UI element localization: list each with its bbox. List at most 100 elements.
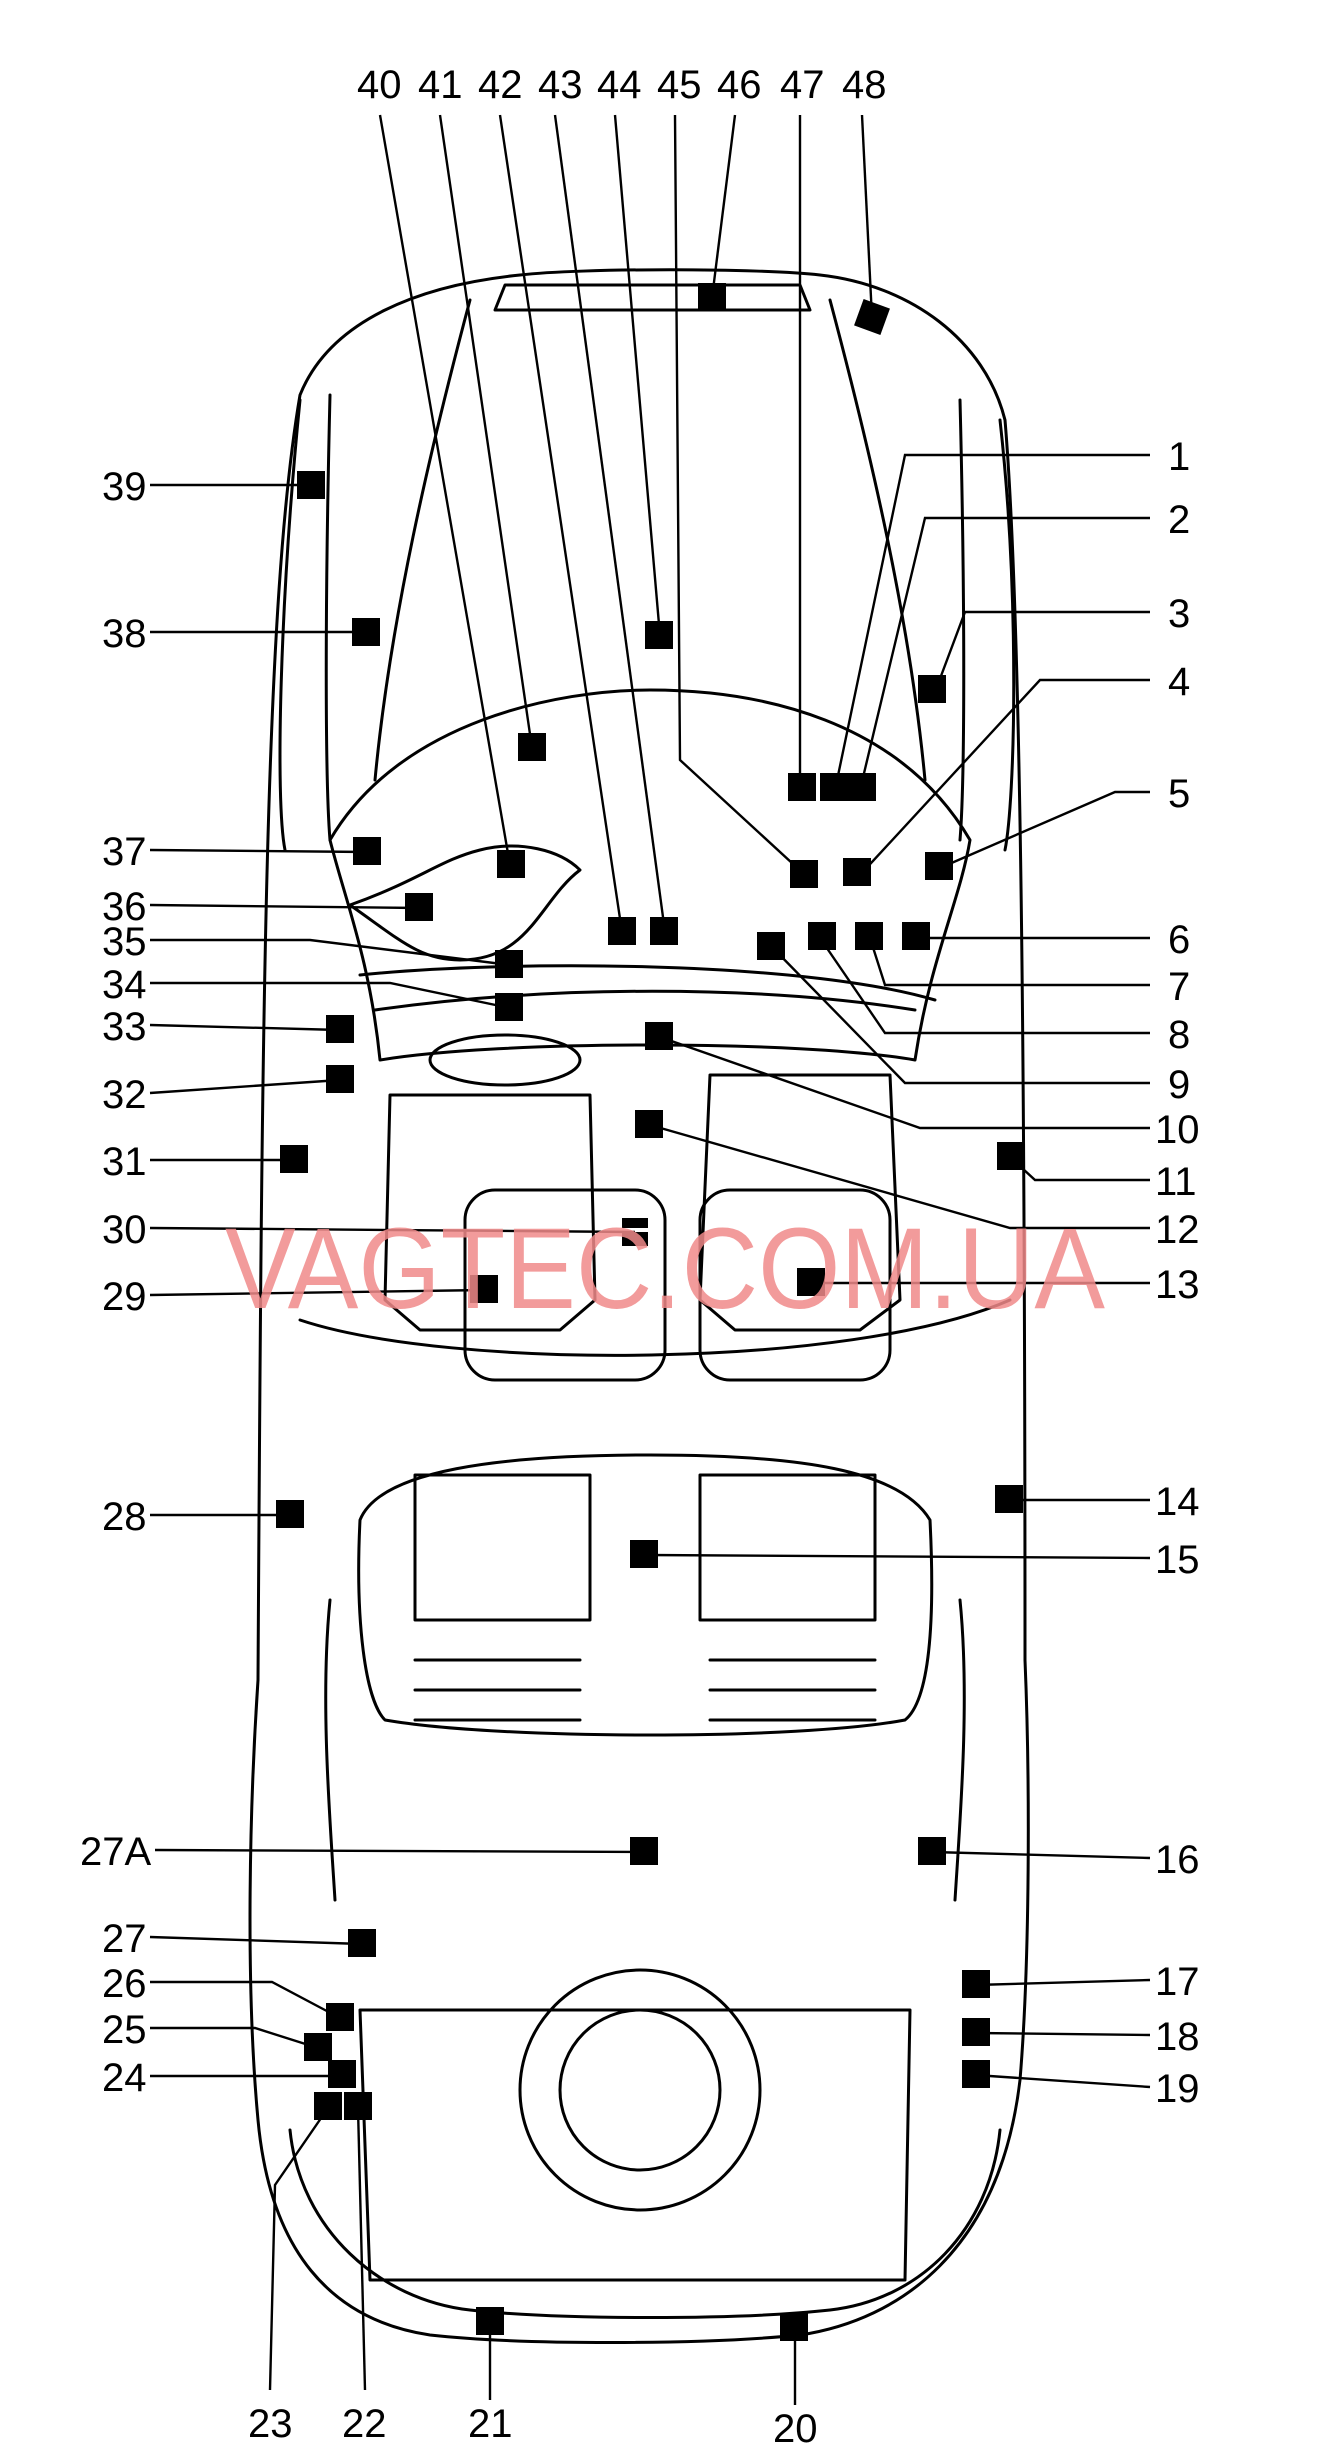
rear-seat-ribs-right	[708, 1658, 877, 1722]
leader-1	[833, 453, 1150, 791]
marker-31	[280, 1145, 308, 1173]
right-c-pillar	[953, 1598, 966, 1902]
marker-43	[650, 917, 678, 945]
marker-11	[997, 1142, 1025, 1170]
leader-lines	[149, 114, 1151, 2405]
marker-27A	[630, 1837, 658, 1865]
rear-seat-left-back	[413, 1473, 592, 1622]
left-fender-inner	[324, 393, 332, 842]
leader-30	[149, 1226, 636, 1234]
marker-3	[918, 675, 946, 703]
callout-41: 41	[418, 63, 463, 107]
leader-3	[933, 610, 1150, 693]
callout-28: 28	[102, 1495, 147, 1539]
leader-4	[859, 678, 1150, 876]
leader-41	[438, 114, 534, 749]
marker-41	[518, 733, 546, 761]
spare-wheel-outer	[518, 1968, 762, 2212]
leader-33	[149, 1023, 341, 1032]
callout-13: 13	[1155, 1263, 1200, 1307]
callout-11: 11	[1155, 1160, 1197, 1204]
seat-right-cushion	[698, 1188, 892, 1382]
b-pillar-line	[298, 1298, 1012, 1357]
callout-39: 39	[102, 465, 147, 509]
right-fender	[998, 418, 1016, 852]
callout-3: 3	[1168, 592, 1190, 636]
callout-10: 10	[1155, 1108, 1200, 1152]
marker-37	[353, 837, 381, 865]
marker-10	[645, 1022, 673, 1050]
callout-43: 43	[538, 63, 583, 107]
leader-17	[974, 1978, 1151, 1987]
callout-38: 38	[102, 612, 147, 656]
marker-44	[645, 621, 673, 649]
callout-40: 40	[357, 63, 402, 107]
marker-30	[622, 1218, 648, 1228]
marker-22	[344, 2092, 372, 2120]
callout-34: 34	[102, 963, 147, 1007]
leader-7	[868, 937, 1150, 987]
callout-31: 31	[102, 1140, 147, 1184]
callout-labels: 1 2 3 4 5 6 7 8 9 10 11 12 13 14 15 16 1…	[80, 63, 1200, 2450]
component-markers	[276, 283, 1025, 2341]
leader-19	[974, 2073, 1151, 2089]
callout-9: 9	[1168, 1063, 1190, 1107]
marker-26	[326, 2003, 354, 2031]
marker-14	[995, 1485, 1023, 1513]
callout-4: 4	[1168, 660, 1190, 704]
leader-12	[649, 1123, 1150, 1230]
leader-32	[149, 1078, 341, 1095]
callout-44: 44	[597, 63, 642, 107]
callout-23: 23	[248, 2402, 293, 2446]
callout-48: 48	[842, 63, 887, 107]
callout-24: 24	[102, 2056, 147, 2100]
leader-37	[149, 848, 369, 854]
callout-35: 35	[102, 920, 147, 964]
callout-29: 29	[102, 1275, 147, 1319]
leader-34	[150, 981, 511, 1010]
callout-36: 36	[102, 885, 147, 929]
leader-18	[974, 2031, 1151, 2037]
marker-25	[304, 2033, 332, 2061]
callout-45: 45	[657, 63, 702, 107]
marker-21	[476, 2307, 504, 2335]
left-c-pillar	[324, 1598, 337, 1902]
marker-23	[314, 2092, 342, 2120]
leader-11	[1009, 1156, 1150, 1182]
callout-2: 2	[1168, 498, 1190, 542]
marker-35	[495, 950, 523, 978]
rear-seat-ribs-left	[413, 1658, 582, 1722]
callout-27A: 27A	[80, 1830, 151, 1874]
marker-39	[297, 471, 325, 499]
leader-25	[150, 2026, 319, 2050]
callout-18: 18	[1155, 2015, 1200, 2059]
leader-23	[268, 2107, 329, 2391]
marker-7	[855, 922, 883, 950]
marker-20	[780, 2313, 808, 2341]
leader-27	[149, 1935, 363, 1946]
marker-18	[962, 2018, 990, 2046]
marker-30b	[622, 1232, 648, 1246]
marker-45	[790, 860, 818, 888]
callout-33: 33	[102, 1005, 147, 1049]
callout-17: 17	[1155, 1960, 1200, 2004]
callout-6: 6	[1168, 918, 1190, 962]
seat-left-cushion	[463, 1188, 667, 1382]
rear-seat-right-back	[698, 1473, 877, 1622]
headrest-left	[428, 1033, 582, 1087]
leader-10	[659, 1035, 1150, 1130]
leader-9	[771, 946, 1150, 1085]
marker-15	[630, 1540, 658, 1568]
marker-2	[820, 773, 848, 801]
leader-8	[819, 937, 1150, 1035]
callout-27: 27	[102, 1917, 147, 1961]
callout-5: 5	[1168, 772, 1190, 816]
leader-16	[931, 1850, 1151, 1860]
leader-44	[613, 114, 662, 637]
rear-seat	[357, 1453, 934, 1737]
marker-24	[328, 2060, 356, 2088]
leader-26	[150, 1980, 341, 2020]
marker-4	[843, 858, 871, 886]
callout-20: 20	[773, 2407, 818, 2450]
trunk-lid	[358, 2008, 912, 2282]
